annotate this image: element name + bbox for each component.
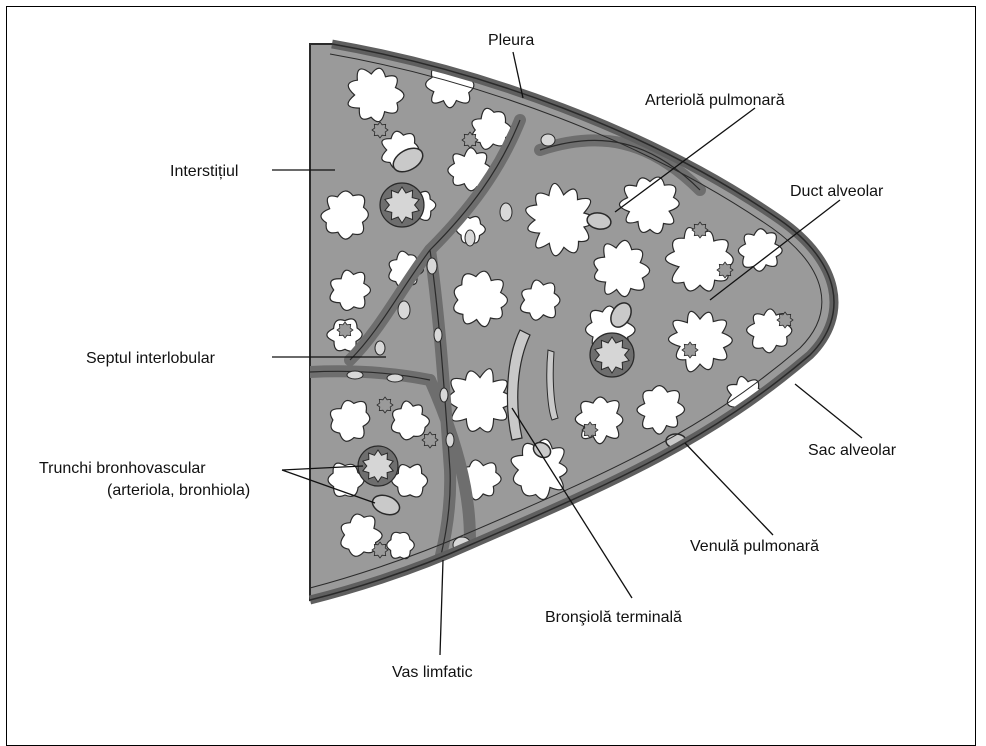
lymphatic-vessel xyxy=(500,203,512,221)
lymphatic-vessel xyxy=(375,341,385,355)
lymphatic-vessel xyxy=(541,134,555,146)
label-sac-alveolar: Sac alveolar xyxy=(808,442,897,459)
alveolar-duct-opening xyxy=(422,432,438,448)
label-interstitiul: Interstițiul xyxy=(170,163,238,180)
lymphatic-vessel xyxy=(434,328,442,342)
lymphatic-vessel xyxy=(398,301,410,319)
label-trunchi-line1: Trunchi bronhovascular xyxy=(39,460,206,477)
alveolar-duct-opening xyxy=(337,322,353,338)
lymphatic-vessel xyxy=(347,371,363,379)
alveolar-duct-opening xyxy=(372,122,388,138)
alveolar-duct-opening xyxy=(377,397,393,413)
alveolar-duct-opening xyxy=(717,262,733,278)
label-venula-pulmonara: Venulă pulmonară xyxy=(690,538,819,555)
label-septul-interlobular: Septul interlobular xyxy=(86,350,216,367)
alveolar-cluster xyxy=(321,191,368,239)
alveolar-duct-opening xyxy=(777,312,793,328)
alveolar-duct-opening xyxy=(462,132,478,148)
label-duct-alveolar: Duct alveolar xyxy=(790,183,884,200)
alveolar-duct-opening xyxy=(582,422,598,438)
lymphatic-vessel xyxy=(446,433,454,447)
alveolar-duct-opening xyxy=(692,222,708,238)
alveolar-duct-opening xyxy=(372,542,388,558)
lymphatic-vessel xyxy=(387,374,403,382)
lymphatic-vessel xyxy=(440,388,448,402)
leader-sac-alveolar xyxy=(795,384,862,438)
lymphatic-vessel xyxy=(465,230,475,246)
label-pleura: Pleura xyxy=(488,32,534,49)
alveolar-duct-opening xyxy=(682,342,698,358)
label-bronsiola-terminala: Bronşiolă terminală xyxy=(545,609,682,626)
alveolar-cluster xyxy=(575,397,623,444)
leader-venula xyxy=(685,443,773,535)
label-arteriola-pulmonara: Arteriolă pulmonară xyxy=(645,92,785,109)
label-vas-limfatic: Vas limfatic xyxy=(392,664,473,681)
label-trunchi-line2: (arteriola, bronhiola) xyxy=(107,482,250,499)
leader-vas-limfatic xyxy=(440,560,443,655)
lymphatic-vessel xyxy=(427,258,437,274)
